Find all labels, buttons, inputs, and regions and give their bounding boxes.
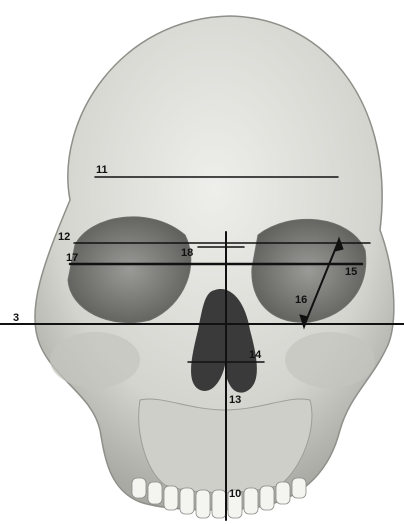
label-10: 10 [229, 488, 241, 500]
right-cheek-shade [285, 332, 375, 388]
label-14: 14 [249, 349, 262, 361]
label-15: 15 [345, 266, 357, 278]
label-18: 18 [181, 247, 193, 259]
label-3: 3 [13, 312, 19, 324]
skull-illustration [35, 16, 394, 518]
label-12: 12 [58, 231, 70, 243]
label-11: 11 [96, 164, 108, 176]
label-16: 16 [295, 294, 307, 306]
label-13: 13 [229, 394, 241, 406]
left-cheek-shade [50, 332, 140, 388]
label-17: 17 [66, 252, 78, 264]
